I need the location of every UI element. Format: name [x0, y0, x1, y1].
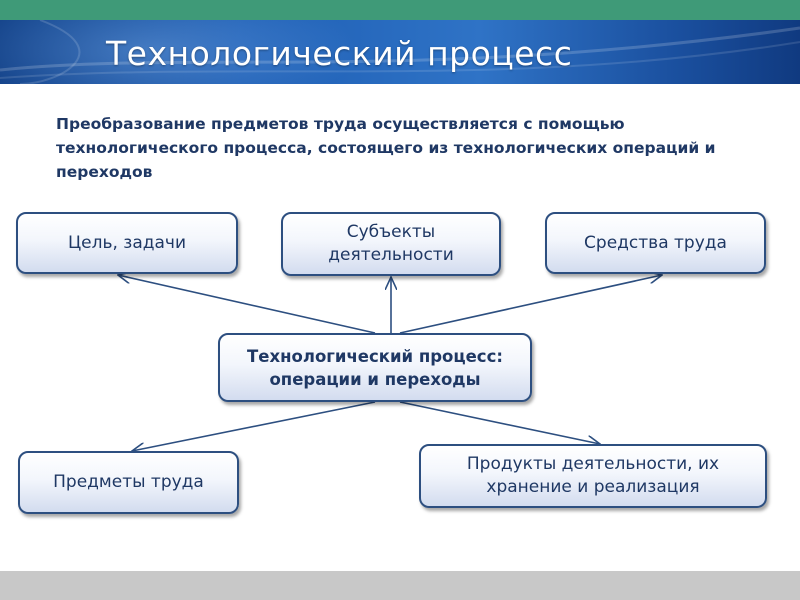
title-bar: Технологический процесс: [0, 20, 800, 84]
slide-title: Технологический процесс: [106, 34, 573, 73]
box-products: Продукты деятельности, их хранение и реа…: [419, 444, 767, 508]
title-glow: [0, 20, 360, 84]
bottom-strip: [0, 571, 800, 600]
arrow-to-means: [399, 275, 662, 334]
box-goals: Цель, задачи: [16, 212, 238, 274]
box-center-process: Технологический процесс: операции и пере…: [218, 333, 532, 402]
intro-text: Преобразование предметов труда осуществл…: [56, 115, 716, 181]
box-means: Средства труда: [545, 212, 766, 274]
box-subjects: Субъекты деятельности: [281, 212, 501, 276]
arrow-to-goals: [118, 275, 376, 334]
title-swoosh-decoration: [0, 20, 800, 84]
arrow-to-products: [399, 401, 600, 444]
top-accent-strip: [0, 0, 800, 20]
arrow-to-objects: [132, 401, 376, 451]
box-objects: Предметы труда: [18, 451, 239, 514]
